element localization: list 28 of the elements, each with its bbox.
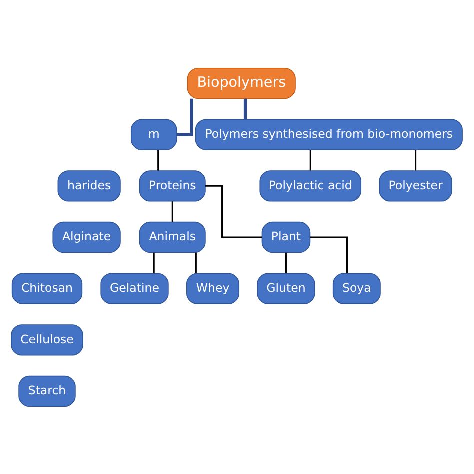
node-box: m xyxy=(130,118,178,150)
node-box: Cellulose xyxy=(11,324,84,356)
connector xyxy=(195,252,197,273)
node-box: Alginate xyxy=(52,221,121,253)
connector xyxy=(176,98,194,136)
node-box: Soya xyxy=(332,272,381,304)
connector xyxy=(244,98,248,119)
connector xyxy=(310,236,348,273)
node-box: Proteins xyxy=(139,170,206,202)
node-box: Gelatine xyxy=(100,272,169,304)
connector xyxy=(205,184,262,238)
node-box: Animals xyxy=(139,221,206,253)
connector xyxy=(415,150,417,170)
node-box: Polylactic acid xyxy=(260,170,362,202)
connector xyxy=(310,150,312,170)
node-box: Plant xyxy=(262,221,311,253)
node-box: Chitosan xyxy=(12,272,83,304)
node-box: Whey xyxy=(186,272,240,304)
connector xyxy=(172,201,174,222)
node-box: Starch xyxy=(18,375,76,407)
node-box: Polymers synthesised from bio-monomers xyxy=(195,118,463,150)
node-box: Polyester xyxy=(379,170,452,202)
connector xyxy=(158,150,160,170)
node-box: Biopolymers xyxy=(187,67,296,99)
connector xyxy=(285,252,287,273)
connector xyxy=(153,252,155,273)
node-box: Gluten xyxy=(257,272,316,304)
node-box: harides xyxy=(58,170,121,202)
